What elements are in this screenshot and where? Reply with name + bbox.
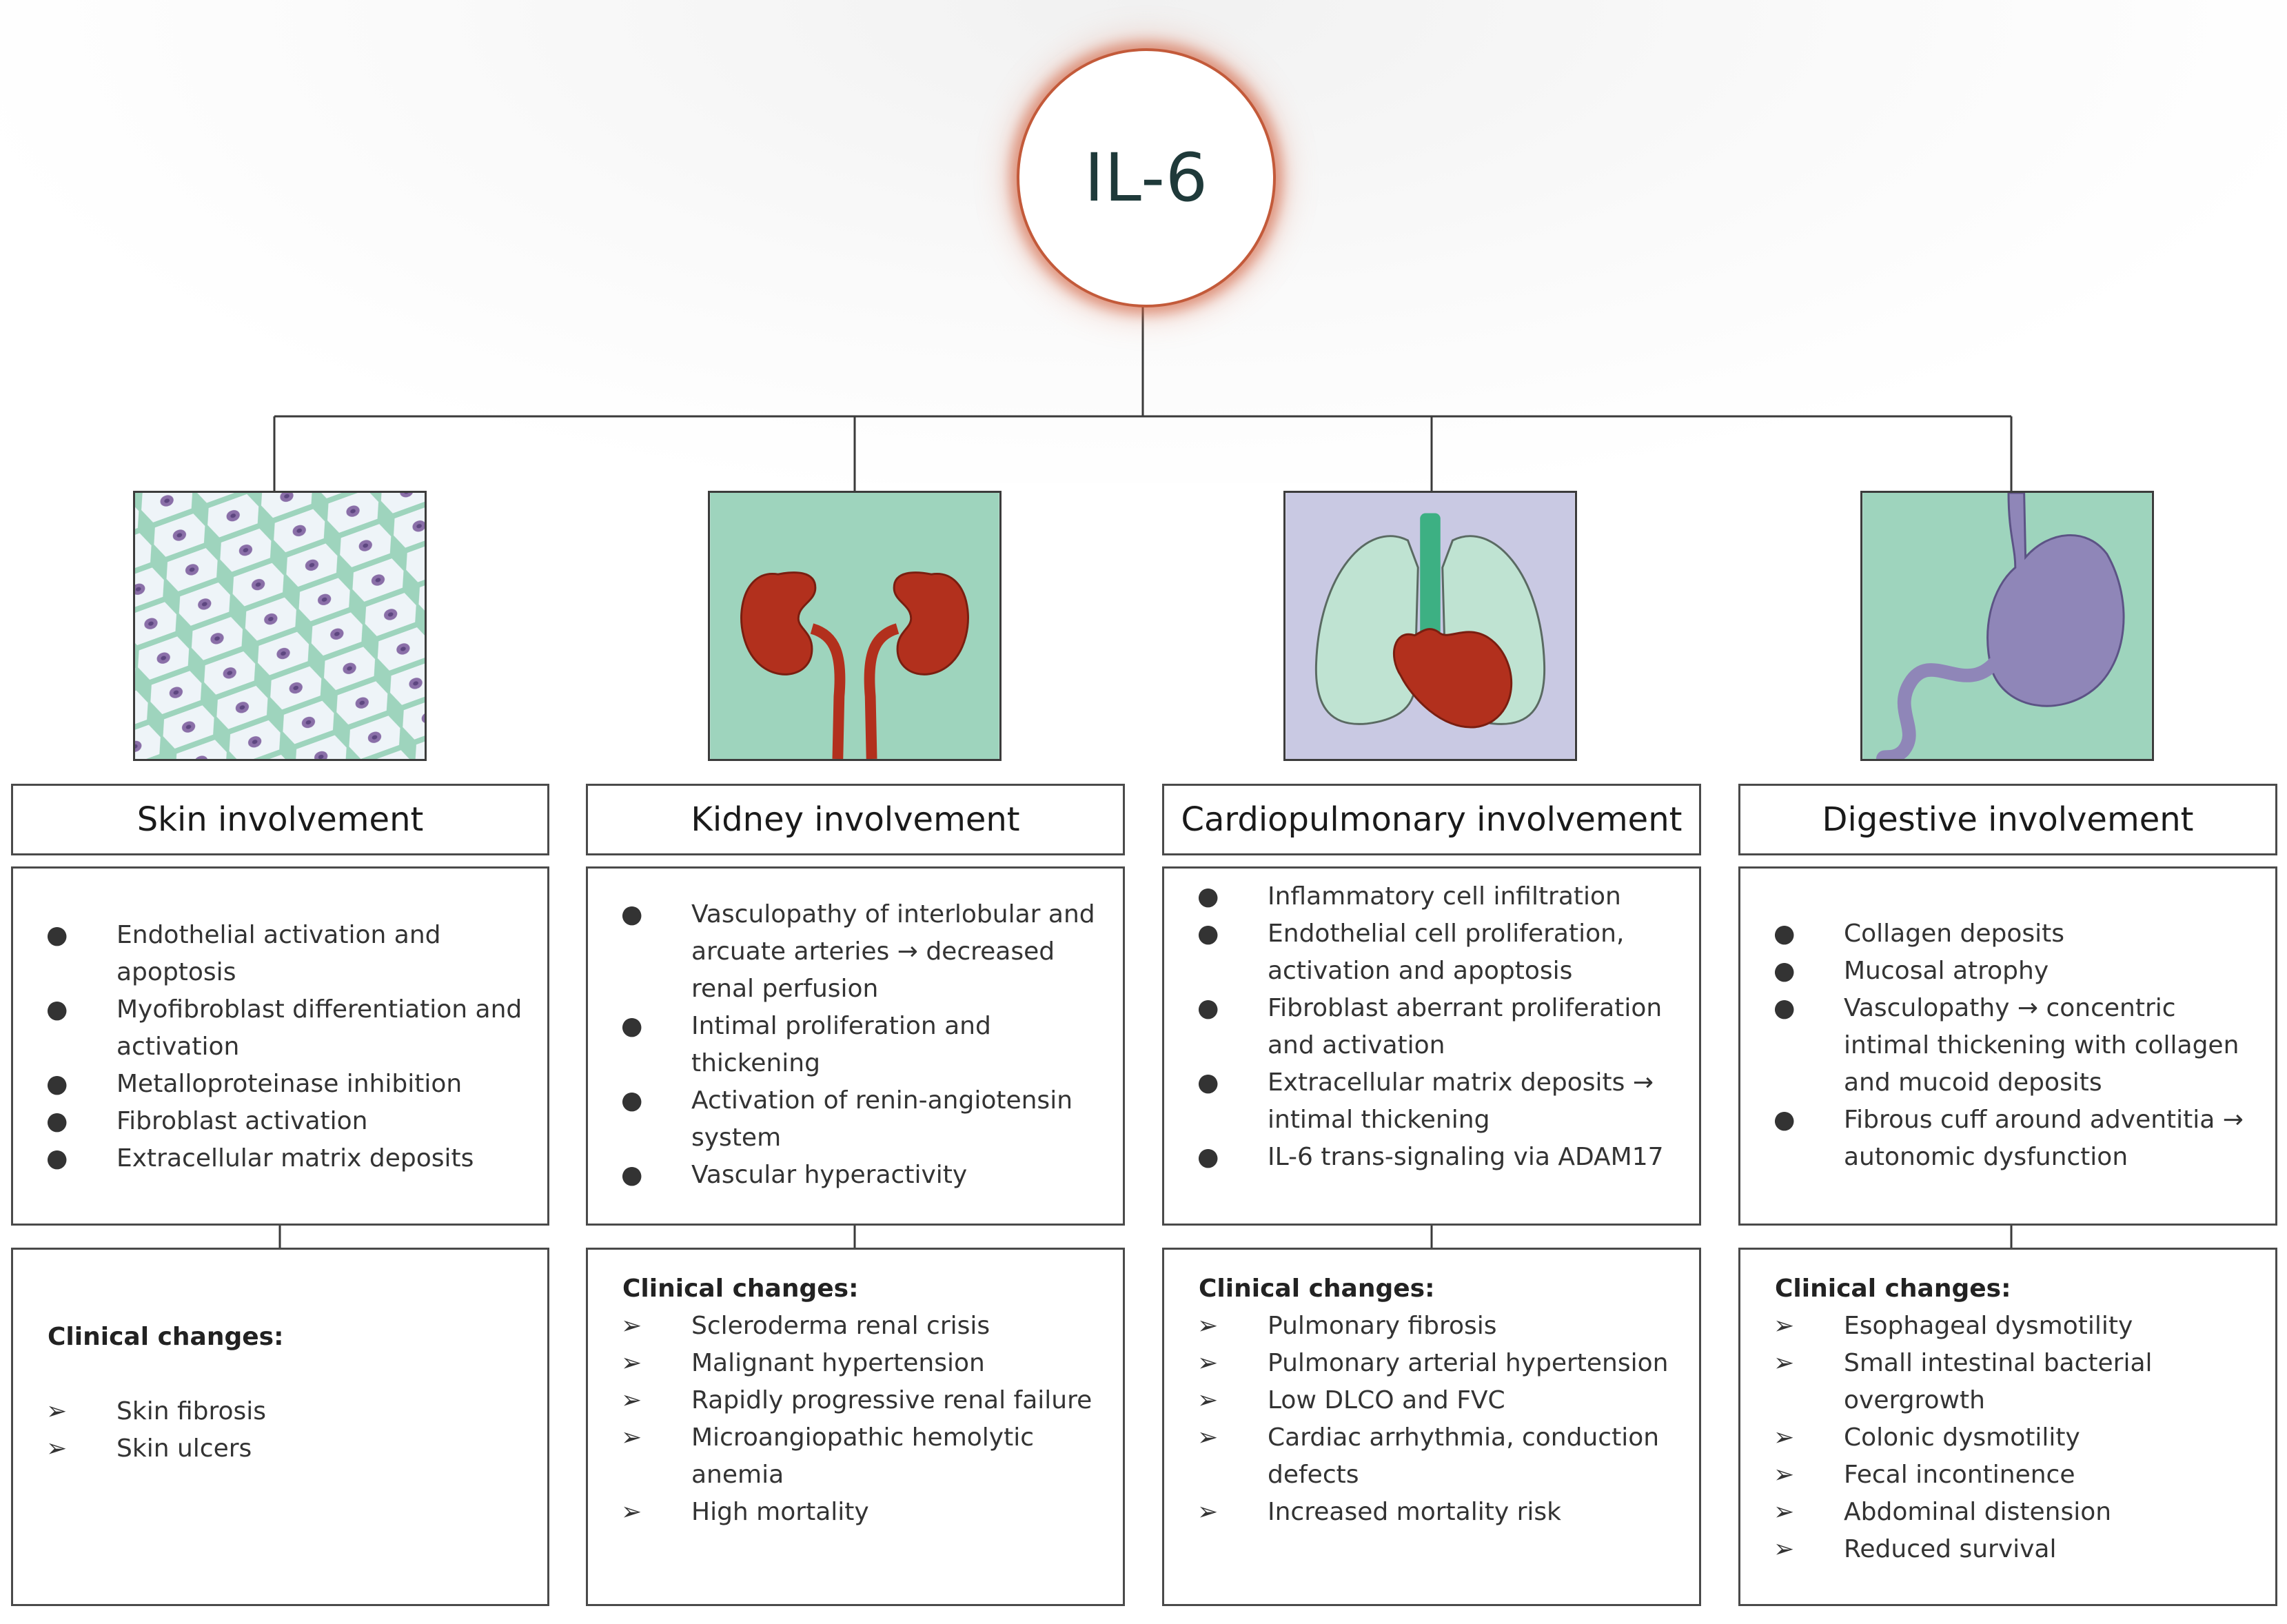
skin-title: Skin involvement — [136, 800, 424, 839]
cardiopulmonary-mechanisms-box: ●Inflammatory cell infiltration ●Endothe… — [1162, 866, 1701, 1226]
list-item: ➢High mortality — [621, 1498, 869, 1526]
list-item: ➢Cardiac arrhythmia, conduction defects — [1197, 1423, 1660, 1489]
list-item: ➢Skin fibrosis — [46, 1397, 267, 1425]
kidney-title-box: Kidney involvement — [586, 784, 1125, 855]
list-item: ●Fibrous cuff around adventitia → autono… — [1773, 1106, 2244, 1171]
list-item: ➢Pulmonary arterial hypertension — [1197, 1349, 1669, 1377]
list-item: ●Endothelial activation and apoptosis — [46, 921, 441, 986]
skin-title-box: Skin involvement — [11, 784, 549, 855]
list-item: ➢Esophageal dysmotility — [1773, 1312, 2133, 1340]
cardiopulmonary-title: Cardiopulmonary involvement — [1181, 800, 1683, 839]
list-item: ➢Reduced survival — [1773, 1535, 2057, 1563]
list-item: ●Fibroblast activation — [46, 1107, 368, 1135]
list-item: ●Fibroblast aberrant proliferation and a… — [1197, 994, 1663, 1059]
kidneys-illustration — [708, 491, 1002, 761]
list-item: ●Endothelial cell proliferation, activat… — [1197, 920, 1625, 985]
list-item: ●Vasculopathy of interlobular and arcuat… — [621, 900, 1095, 1003]
skin-mechanisms-box: ●Endothelial activation and apoptosis ●M… — [11, 866, 549, 1226]
list-item: ●Mucosal atrophy — [1773, 957, 2049, 985]
list-item: ➢Colonic dysmotility — [1773, 1423, 2080, 1452]
clinical-heading: Clinical changes: — [1199, 1275, 1435, 1303]
kidney-mechanisms-box: ●Vasculopathy of interlobular and arcuat… — [586, 866, 1125, 1226]
list-item: ●Activation of renin-angiotensin system — [621, 1086, 1073, 1152]
stomach-illustration — [1860, 491, 2154, 761]
list-item: ●Collagen deposits — [1773, 920, 2064, 948]
cardiopulmonary-clinical-box: Clinical changes: ➢Pulmonary fibrosis ➢P… — [1162, 1248, 1701, 1606]
clinical-heading: Clinical changes: — [48, 1323, 284, 1351]
skin-clinical-box: Clinical changes: ➢Skin fibrosis ➢Skin u… — [11, 1248, 549, 1606]
list-item: ●Intimal proliferation and thickening — [621, 1012, 991, 1077]
list-item: ➢Increased mortality risk — [1197, 1498, 1561, 1526]
list-item: ➢Malignant hypertension — [621, 1349, 985, 1377]
list-item: ➢Abdominal distension — [1773, 1498, 2112, 1526]
digestive-title: Digestive involvement — [1822, 800, 2194, 839]
digestive-clinical-box: Clinical changes: ➢Esophageal dysmotilit… — [1738, 1248, 2277, 1606]
list-item: ➢Small intestinal bacterial overgrowth — [1773, 1349, 2153, 1414]
list-item: ➢Fecal incontinence — [1773, 1461, 2075, 1489]
clinical-heading: Clinical changes: — [1775, 1275, 2011, 1303]
kidney-title: Kidney involvement — [691, 800, 1020, 839]
list-item: ➢Pulmonary fibrosis — [1197, 1312, 1497, 1340]
list-item: ➢Skin ulcers — [46, 1434, 252, 1463]
list-item: ●Vascular hyperactivity — [621, 1161, 968, 1189]
cardiopulmonary-title-box: Cardiopulmonary involvement — [1162, 784, 1701, 855]
list-item: ➢Rapidly progressive renal failure — [621, 1386, 1092, 1414]
list-item: ➢Scleroderma renal crisis — [621, 1312, 990, 1340]
il6-center-node: IL-6 — [1017, 48, 1276, 307]
digestive-mechanisms-box: ●Collagen deposits ●Mucosal atrophy ●Vas… — [1738, 866, 2277, 1226]
digestive-title-box: Digestive involvement — [1738, 784, 2277, 855]
list-item: ●Extracellular matrix deposits — [46, 1144, 474, 1173]
clinical-heading: Clinical changes: — [622, 1275, 859, 1303]
list-item: ●Vasculopathy → concentric intimal thick… — [1773, 994, 2239, 1097]
il6-label: IL-6 — [1084, 139, 1208, 216]
list-item: ●Myofibroblast differentiation and activ… — [46, 995, 522, 1061]
list-item: ●Inflammatory cell infiltration — [1197, 882, 1621, 911]
list-item: ➢Low DLCO and FVC — [1197, 1386, 1505, 1414]
list-item: ●IL-6 trans-signaling via ADAM17 — [1197, 1143, 1664, 1171]
list-item: ●Metalloproteinase inhibition — [46, 1070, 463, 1098]
list-item: ➢Microangiopathic hemolytic anemia — [621, 1423, 1035, 1489]
kidney-clinical-box: Clinical changes: ➢Scleroderma renal cri… — [586, 1248, 1125, 1606]
heart-lungs-illustration — [1283, 491, 1577, 761]
skin-cells-illustration — [133, 491, 427, 761]
list-item: ●Extracellular matrix deposits → intimal… — [1197, 1068, 1654, 1134]
